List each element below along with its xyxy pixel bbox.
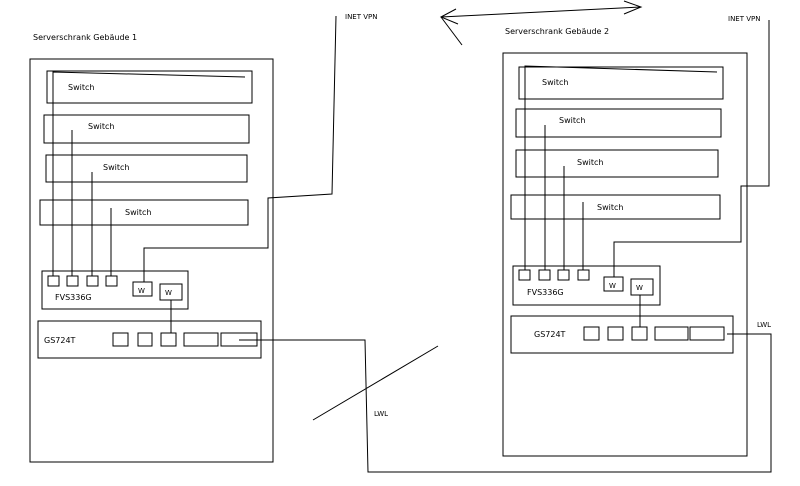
vpn-tunnel-stroke (440, 16, 463, 46)
cabinet-1-fw-lan-port-3 (86, 275, 99, 287)
cabinet-2-firewall-label: FVS336G (527, 288, 564, 297)
fiber-label: LWL (374, 410, 388, 418)
cabinet-2-fw-lan-port-2 (538, 269, 551, 281)
cabinet-2-core-port-2 (607, 326, 624, 341)
cabinet-1-fw-wan-port-1-label: W (138, 287, 145, 295)
cabinet-1-fw-wan-port-2-label: W (165, 289, 172, 297)
cabinet-2-fw-wan-port-1-label: W (609, 282, 616, 290)
cabinet-1-core-switch-label: GS724T (44, 336, 76, 345)
cabinet-1 (29, 58, 274, 463)
cabinet-1-core-port-3 (160, 332, 177, 347)
cabinet-1-switch-3 (45, 154, 248, 183)
cabinet-2 (502, 52, 748, 457)
cabinet-2-core-port-3 (631, 326, 648, 341)
cabinet-1-fw-lan-port-4 (105, 275, 118, 287)
cabinet-1-switch-2-label: Switch (88, 122, 114, 131)
cabinet-1-fw-lan-port-2 (66, 275, 79, 287)
cabinet-2-switch-4-label: Switch (597, 203, 623, 212)
vpn-label-1: INET VPN (345, 13, 377, 21)
cabinet-1-switch-4 (39, 199, 249, 226)
cabinet-1-switch-1 (46, 70, 253, 104)
cabinet-2-fw-lan-port-3 (557, 269, 570, 281)
cabinet-2-firewall (512, 265, 661, 306)
cabinet-2-switch-2 (515, 108, 722, 138)
cabinet-2-fw-lan-port-4 (577, 269, 590, 281)
cabinet-2-core-port-5 (689, 326, 725, 341)
cabinet-1-firewall (41, 270, 189, 310)
cabinet-2-core-port-4 (654, 326, 689, 341)
cabinet-2-switch-3 (515, 149, 719, 178)
cabinet-2-core-switch-label: GS724T (534, 330, 566, 339)
cabinet-2-fw-wan-port-2 (630, 278, 654, 296)
cabinet-1-switch-4-label: Switch (125, 208, 151, 217)
cabinet-2-core-port-1 (583, 326, 600, 341)
vpn-label-2: INET VPN (728, 15, 760, 23)
cabinet-1-firewall-label: FVS336G (55, 293, 92, 302)
cabinet-2-uplink-1 (524, 65, 718, 270)
cabinet-1-fw-lan-port-1 (47, 275, 60, 287)
cabinet-2-fw-wan-port-2-label: W (636, 284, 643, 292)
vpn-tunnel-arrowhead-right (623, 0, 643, 15)
cabinet-1-switch-2 (43, 114, 250, 144)
cabinet-2-fw-lan-port-1 (518, 269, 531, 281)
cabinet-1-vpn-link (143, 15, 337, 282)
cabinet-2-switch-1 (518, 66, 724, 100)
cabinet-2-switch-4 (510, 194, 721, 220)
cabinet-2-vpn-link (613, 20, 770, 277)
fiber-link (239, 333, 772, 473)
fiber-break-mark (312, 345, 439, 421)
cabinet-1-title: Serverschrank Gebäude 1 (33, 33, 137, 42)
cabinet-2-switch-2-label: Switch (559, 116, 585, 125)
cabinet-1-core-port-1 (112, 332, 129, 347)
fiber-label-2: LWL (757, 321, 771, 329)
cabinet-1-core-port-4 (183, 332, 219, 347)
vpn-tunnel-arrow (440, 6, 642, 18)
cabinet-1-fw-wan-port-1 (132, 281, 153, 297)
cabinet-2-switch-3-label: Switch (577, 158, 603, 167)
cabinet-1-switch-1-label: Switch (68, 83, 94, 92)
cabinet-1-core-port-2 (137, 332, 153, 347)
cabinet-1-uplink-1 (52, 71, 246, 276)
cabinet-2-title: Serverschrank Gebäude 2 (505, 27, 609, 36)
cabinet-1-switch-3-label: Switch (103, 163, 129, 172)
cabinet-2-switch-1-label: Switch (542, 78, 568, 87)
